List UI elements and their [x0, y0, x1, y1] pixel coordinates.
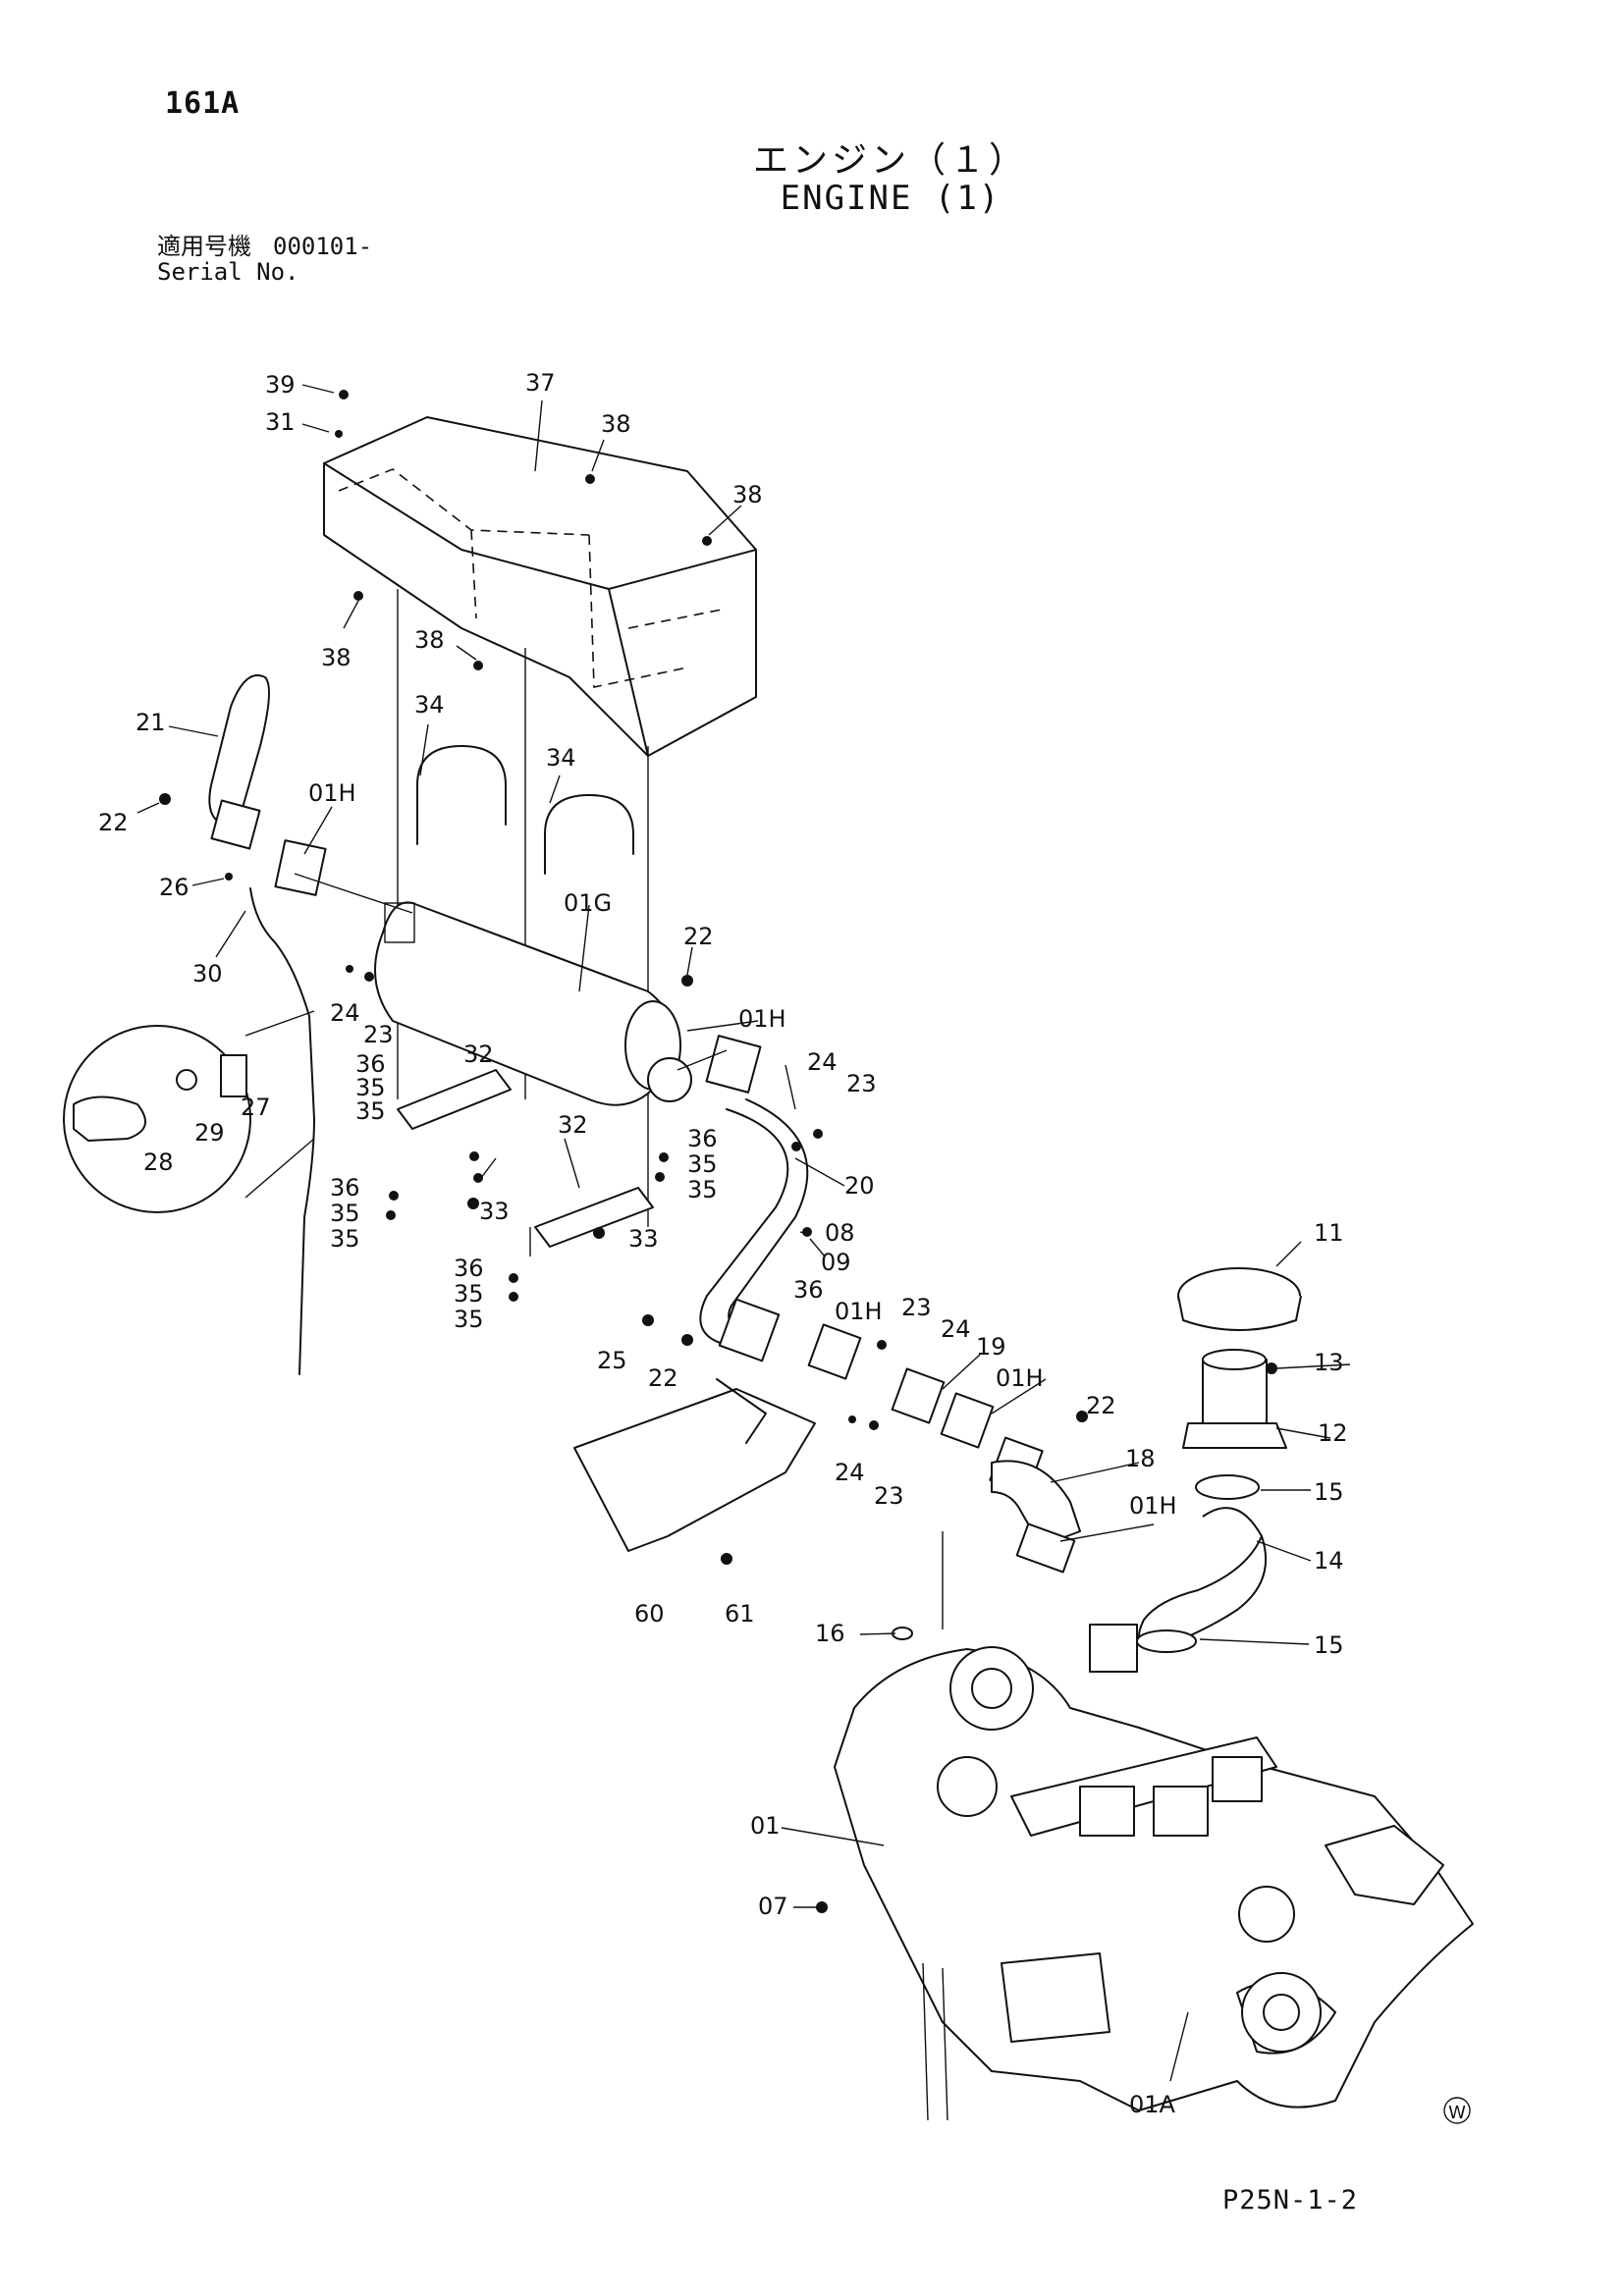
callout-29: 29: [194, 1119, 225, 1147]
callout-01A: 01A: [1129, 2091, 1176, 2118]
callout-15-b: 15: [1314, 1631, 1344, 1659]
callout-34-b: 34: [546, 744, 576, 772]
brackets: [397, 1069, 654, 1248]
callout-09: 09: [821, 1249, 851, 1276]
elbow-pipe-flanges: [718, 1298, 1081, 1574]
callout-15-a: 15: [1314, 1478, 1344, 1506]
muffler: [374, 901, 681, 1106]
callout-24-a: 24: [330, 999, 360, 1027]
callout-38-d: 38: [414, 626, 445, 654]
callout-13: 13: [1314, 1349, 1344, 1376]
callout-60: 60: [634, 1600, 665, 1628]
tail-pipe: [208, 674, 270, 850]
callout-38-a: 38: [601, 410, 631, 438]
callout-23-d: 23: [874, 1482, 904, 1510]
callout-61: 61: [725, 1600, 755, 1628]
callout-36-c: 36: [330, 1174, 360, 1201]
serial-label-en: Serial No.: [157, 258, 299, 286]
callout-38-c: 38: [321, 644, 352, 671]
callout-31: 31: [265, 408, 296, 436]
callout-35-e: 35: [330, 1200, 360, 1227]
callout-35-h: 35: [454, 1306, 484, 1333]
callout-08: 08: [825, 1219, 855, 1247]
air-cleaner-parts: [1136, 1267, 1302, 1653]
serial-number-block: 適用号機 000101- Serial No.: [157, 234, 372, 285]
callout-24-d: 24: [835, 1459, 865, 1486]
fasteners: [159, 390, 1277, 1913]
callout-16: 16: [815, 1620, 845, 1647]
callout-26: 26: [159, 874, 189, 901]
hose: [249, 887, 315, 1375]
drawing-mark-letter: W: [1448, 2103, 1466, 2123]
heat-shield: [573, 1378, 816, 1552]
callout-36-d: 36: [454, 1255, 484, 1282]
u-bolts: [416, 745, 634, 875]
callout-01: 01: [750, 1812, 781, 1840]
callout-01H-a: 01H: [308, 779, 356, 807]
callout-35-g: 35: [454, 1280, 484, 1308]
clamp-detail: [63, 1010, 315, 1213]
callout-33-b: 33: [628, 1225, 659, 1253]
callout-35-c: 35: [687, 1150, 718, 1178]
callout-39: 39: [265, 371, 296, 399]
callout-25: 25: [597, 1347, 627, 1374]
callout-23-c: 23: [901, 1294, 932, 1321]
phantom-lines: [294, 873, 944, 1629]
callout-36-e: 36: [793, 1276, 824, 1304]
callout-14: 14: [1314, 1547, 1344, 1575]
callout-36-a: 36: [355, 1050, 386, 1078]
callout-35-f: 35: [330, 1225, 360, 1253]
drawing-mark: W: [1443, 2097, 1471, 2124]
engine-assembly: [834, 1624, 1474, 2121]
serial-value: 000101-: [273, 233, 373, 260]
callout-36-b: 36: [687, 1125, 718, 1152]
leader-lines: [136, 384, 1351, 2082]
callout-22-a: 22: [98, 809, 129, 836]
callout-01H-d: 01H: [996, 1364, 1044, 1392]
callout-37: 37: [525, 369, 556, 397]
callout-30: 30: [192, 960, 223, 988]
callout-23-a: 23: [363, 1021, 394, 1048]
callout-07: 07: [758, 1893, 788, 1920]
callout-22-d: 22: [1086, 1392, 1116, 1419]
callout-20: 20: [844, 1172, 875, 1200]
callout-19: 19: [976, 1333, 1006, 1361]
callout-33-a: 33: [479, 1198, 510, 1225]
callout-34-a: 34: [414, 691, 445, 719]
callout-23-b: 23: [846, 1070, 877, 1097]
callout-18: 18: [1125, 1445, 1156, 1472]
callout-12: 12: [1318, 1419, 1348, 1447]
callout-24-c: 24: [941, 1315, 971, 1343]
callout-24-b: 24: [807, 1048, 838, 1076]
callout-01H-e: 01H: [1129, 1492, 1177, 1520]
callout-01G: 01G: [564, 889, 612, 917]
callout-27: 27: [241, 1094, 271, 1121]
callout-35-a: 35: [355, 1074, 386, 1101]
callout-01H-b: 01H: [738, 1005, 786, 1033]
callout-01H-c: 01H: [835, 1298, 883, 1325]
page-code: 161A: [165, 86, 241, 121]
title-english: ENGINE (1): [780, 179, 1001, 218]
exhaust-cover: [323, 416, 757, 757]
callout-35-b: 35: [355, 1097, 386, 1125]
callout-28: 28: [143, 1148, 174, 1176]
callout-32-a: 32: [463, 1041, 494, 1068]
title-japanese: エンジン（１）: [752, 140, 1028, 181]
callout-22-c: 22: [648, 1364, 678, 1392]
callout-11: 11: [1314, 1219, 1344, 1247]
callout-21: 21: [135, 709, 166, 736]
callout-35-d: 35: [687, 1176, 718, 1203]
callout-22-b: 22: [683, 923, 714, 950]
callout-32-b: 32: [558, 1111, 588, 1139]
serial-label-jp: 適用号機: [157, 233, 251, 260]
callout-38-b: 38: [732, 481, 763, 508]
figure-code: P25N-1-2: [1222, 2185, 1359, 2216]
